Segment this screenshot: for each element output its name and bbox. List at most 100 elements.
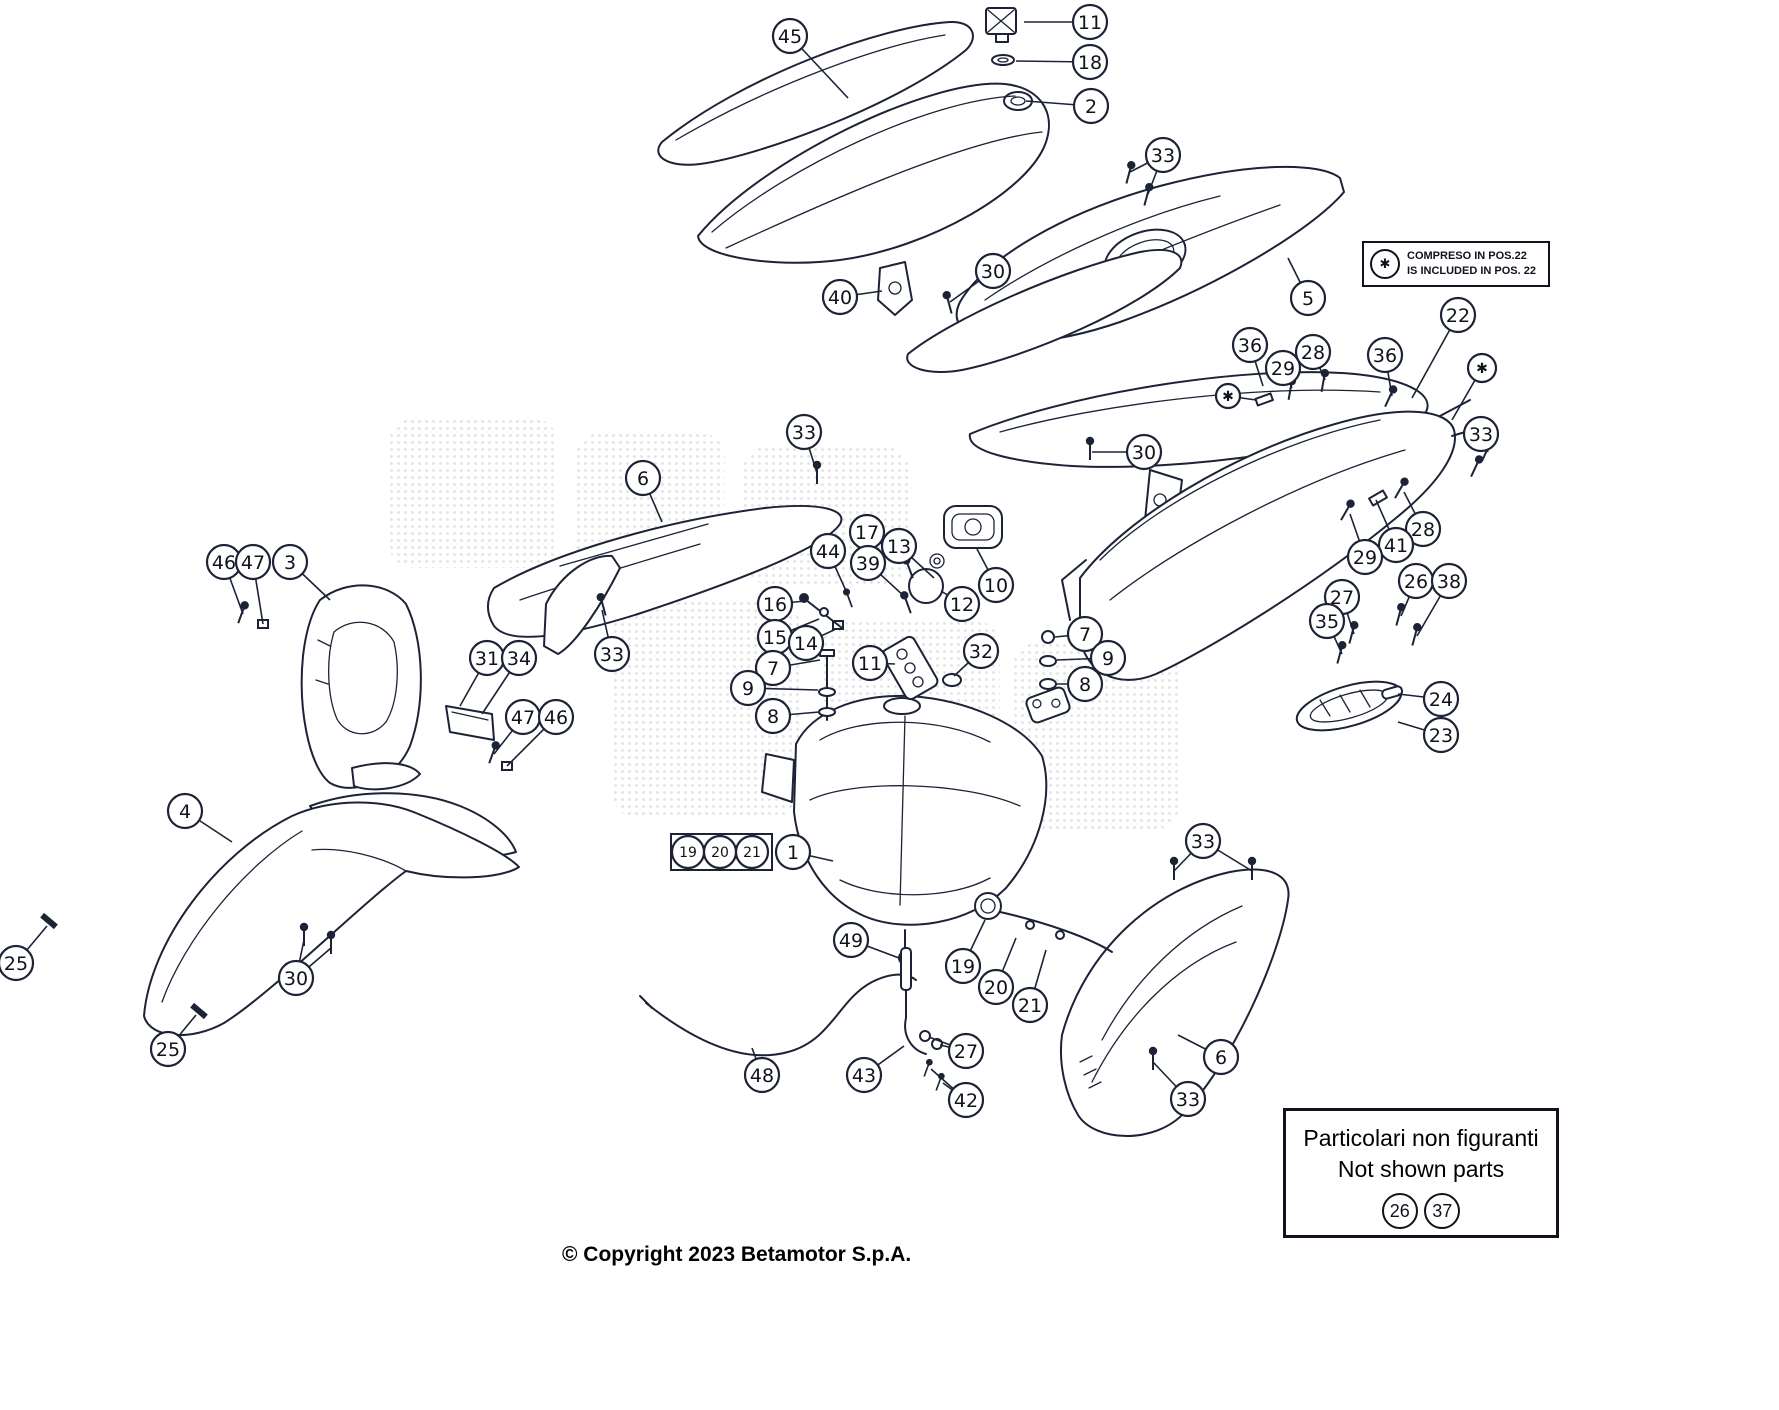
callout-17: 17 <box>848 513 907 565</box>
fuel-hose <box>639 973 917 1057</box>
svg-text:36: 36 <box>1373 345 1397 367</box>
callout-42: 42 <box>930 1068 985 1119</box>
svg-text:33: 33 <box>792 422 816 444</box>
svg-text:27: 27 <box>954 1041 978 1063</box>
svg-text:16: 16 <box>763 594 787 616</box>
callout-7: 7 <box>754 649 821 687</box>
callout-18: 18 <box>1015 43 1109 81</box>
callout-27: 27 <box>928 1032 985 1070</box>
callout-19: 19 <box>944 919 986 985</box>
svg-text:3: 3 <box>284 552 296 574</box>
callout-33: 33 <box>1152 1061 1207 1118</box>
svg-text:30: 30 <box>284 968 308 990</box>
filler-cap-assembly <box>985 7 1017 66</box>
svg-text:23: 23 <box>1429 725 1453 747</box>
callout-41: 41 <box>1375 499 1415 564</box>
svg-text:8: 8 <box>1079 674 1091 696</box>
callout-46: 46 <box>205 543 244 615</box>
svg-text:7: 7 <box>767 658 779 680</box>
svg-text:38: 38 <box>1437 571 1461 593</box>
callout-36: 36 <box>1231 326 1269 387</box>
callout-5: 5 <box>1287 257 1327 317</box>
svg-text:28: 28 <box>1301 342 1325 364</box>
tank-screws <box>799 553 918 630</box>
callout-20: 20 <box>702 834 738 870</box>
callout-23: 23 <box>1397 716 1460 754</box>
callout-25: 25 <box>0 925 48 982</box>
callout-1: 1 <box>774 833 834 871</box>
callout-30: 30 <box>949 252 1012 303</box>
svg-text:34: 34 <box>507 648 531 670</box>
callout-33: 33 <box>1129 136 1182 195</box>
callout-32: 32 <box>953 632 1000 677</box>
callout-11: 11 <box>1024 3 1109 41</box>
svg-text:✱: ✱ <box>1222 389 1234 405</box>
callout-24: 24 <box>1397 680 1460 718</box>
svg-text:41: 41 <box>1384 535 1408 557</box>
svg-text:2: 2 <box>1085 96 1097 118</box>
svg-text:21: 21 <box>743 845 761 861</box>
svg-text:35: 35 <box>1315 611 1339 633</box>
callout-43: 43 <box>845 1045 905 1094</box>
svg-text:1: 1 <box>787 842 799 864</box>
callout-19: 19 <box>670 834 706 870</box>
svg-text:44: 44 <box>816 541 840 563</box>
callout-31: 31 <box>459 639 506 707</box>
included-note-line1: COMPRESO IN POS.22 <box>1407 250 1527 263</box>
not-shown-line1: Particolari non figuranti <box>1303 1125 1539 1151</box>
callout-33: 33 <box>1462 415 1500 453</box>
callout-33: 33 <box>593 609 631 673</box>
right-side-panel <box>1059 868 1290 1137</box>
front-fender <box>40 792 520 1037</box>
callout-45: 45 <box>771 17 849 99</box>
callout-11: 11 <box>851 644 896 682</box>
svg-text:11: 11 <box>1078 12 1102 34</box>
petcock-hose <box>974 892 1113 953</box>
svg-text:✱: ✱ <box>1476 361 1488 377</box>
gasket <box>942 673 962 687</box>
rear-fender-upper <box>906 165 1345 374</box>
callout-33: 33 <box>1173 822 1253 872</box>
callout-21: 21 <box>734 834 770 870</box>
not-shown-balloon-26: 26 <box>1381 1193 1418 1230</box>
svg-text:28: 28 <box>1411 519 1435 541</box>
fuel-tank <box>761 694 1048 965</box>
svg-text:22: 22 <box>1446 305 1470 327</box>
svg-text:33: 33 <box>1151 145 1175 167</box>
svg-text:18: 18 <box>1078 52 1102 74</box>
callout-star: ✱ <box>1451 352 1498 421</box>
callout-33: 33 <box>785 413 823 474</box>
callout-25: 25 <box>149 1014 197 1068</box>
svg-text:30: 30 <box>1132 442 1156 464</box>
callout-47: 47 <box>234 543 272 625</box>
svg-text:47: 47 <box>511 707 535 729</box>
svg-text:8: 8 <box>767 706 779 728</box>
svg-text:46: 46 <box>212 552 236 574</box>
left-shroud <box>487 505 843 655</box>
svg-text:4: 4 <box>179 801 191 823</box>
callout-9: 9 <box>1056 639 1127 677</box>
watermark-dots <box>388 418 558 568</box>
svg-text:14: 14 <box>794 633 818 655</box>
seat <box>697 82 1050 264</box>
callout-22: 22 <box>1411 296 1477 399</box>
svg-text:19: 19 <box>679 845 697 861</box>
svg-text:33: 33 <box>1469 424 1493 446</box>
svg-text:12: 12 <box>950 594 974 616</box>
svg-text:43: 43 <box>852 1065 876 1087</box>
svg-text:10: 10 <box>984 575 1008 597</box>
fuel-pump-cap <box>908 505 1003 604</box>
svg-text:49: 49 <box>839 930 863 952</box>
svg-text:21: 21 <box>1018 995 1042 1017</box>
callout-44: 44 <box>809 532 848 594</box>
callout-6: 6 <box>624 459 663 523</box>
svg-text:29: 29 <box>1353 547 1377 569</box>
callout-30: 30 <box>1092 433 1163 471</box>
callout-16: 16 <box>756 585 806 623</box>
callout-35: 35 <box>1308 602 1346 655</box>
svg-text:36: 36 <box>1238 335 1262 357</box>
svg-text:9: 9 <box>1102 648 1114 670</box>
